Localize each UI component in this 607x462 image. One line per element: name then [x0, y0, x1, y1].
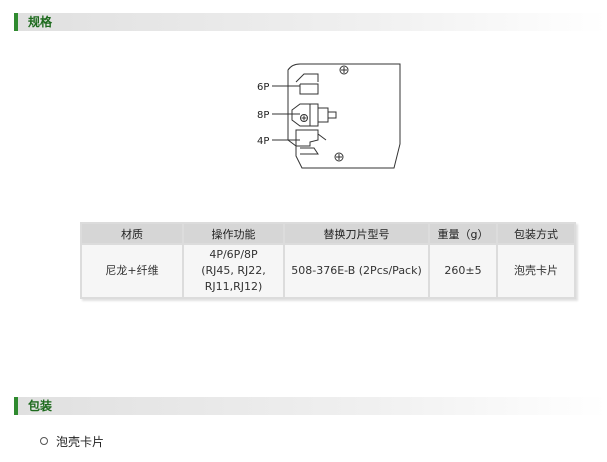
cell-blade: 508-376E-B (2Pcs/Pack)	[285, 245, 428, 297]
diagram-label-6p: 6P	[257, 82, 269, 93]
pack-section-title: 包装	[28, 399, 53, 413]
cell-packaging: 泡壳卡片	[498, 245, 574, 297]
spec-section-title: 规格	[28, 15, 53, 29]
diagram-label-4p: 4P	[257, 136, 269, 147]
table-header-row: 材质 操作功能 替换刀片型号 重量（g） 包装方式	[82, 224, 574, 243]
header-function: 操作功能	[184, 224, 283, 243]
cell-function-line: (RJ45, RJ22,	[201, 264, 266, 277]
list-item: 泡壳卡片	[40, 434, 104, 450]
diagram-label-8p: 8P	[257, 110, 269, 121]
header-weight: 重量（g）	[430, 224, 496, 243]
cell-function: 4P/6P/8P (RJ45, RJ22, RJ11,RJ12)	[184, 245, 283, 297]
pack-section-header: 包装	[14, 397, 607, 415]
spec-table: 材质 操作功能 替换刀片型号 重量（g） 包装方式 尼龙+纤维 4P/6P/8P…	[80, 222, 576, 299]
cell-weight: 260±5	[430, 245, 496, 297]
header-blade: 替换刀片型号	[285, 224, 428, 243]
pack-item-label: 泡壳卡片	[56, 435, 105, 449]
header-material: 材质	[82, 224, 182, 243]
cell-function-line: 4P/6P/8P	[209, 248, 258, 261]
crimp-jaw-diagram: 6P 8P 4P	[257, 63, 401, 169]
cell-function-line: RJ11,RJ12)	[204, 280, 263, 293]
header-packaging: 包装方式	[498, 224, 574, 243]
table-row: 尼龙+纤维 4P/6P/8P (RJ45, RJ22, RJ11,RJ12) 5…	[82, 245, 574, 297]
spec-section-header: 规格	[14, 13, 607, 31]
bullet-circle-icon	[40, 437, 48, 445]
cell-material: 尼龙+纤维	[82, 245, 182, 297]
